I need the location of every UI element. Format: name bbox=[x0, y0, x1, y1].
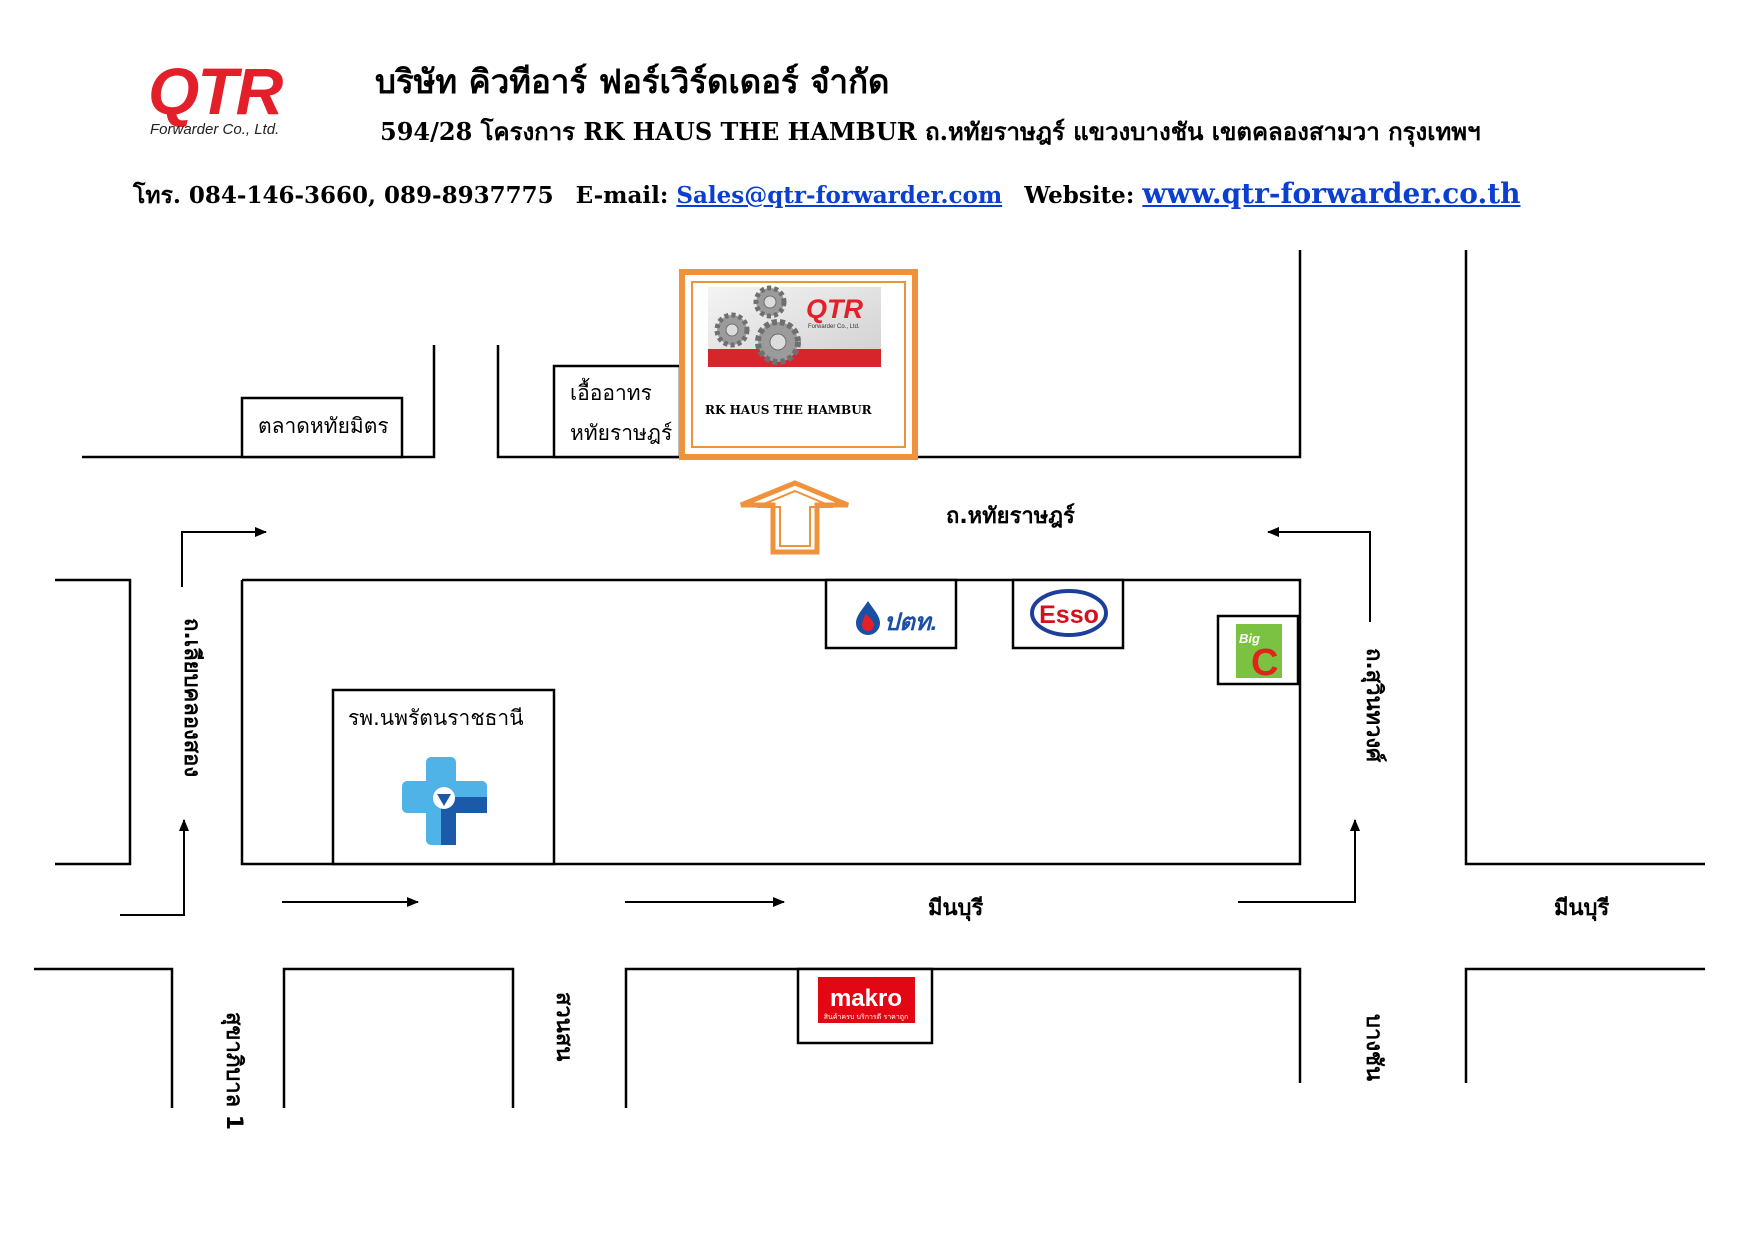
road-label-liap-khlong-song: ถ.เลียบคลองสอง bbox=[179, 618, 204, 778]
bigc-wordmark-c: C bbox=[1251, 642, 1278, 684]
up-arrow-inner bbox=[756, 489, 834, 547]
arrow-up-liap-khlong-song bbox=[120, 819, 189, 916]
website-link[interactable]: www.qtr-forwarder.co.th bbox=[1142, 177, 1521, 210]
landmark-uea-athon-line1: เอื้ออาทร bbox=[570, 381, 652, 405]
makro-logo: makro สินค้าครบ บริการดี ราคาถูก bbox=[818, 977, 915, 1023]
website-label: Website: bbox=[1024, 182, 1135, 209]
bigc-logo: Big C bbox=[1236, 624, 1282, 684]
road-label-hathai-rat: ถ.หทัยราษฎร์ bbox=[946, 504, 1075, 529]
landmark-talat-hathai-mit: ตลาดหทัยมิตร bbox=[258, 414, 389, 438]
road-label-min-buri-1: มีนบุรี bbox=[928, 896, 984, 921]
landmark-boxes bbox=[240, 364, 1300, 1045]
ptt-logo: ปตท. bbox=[856, 601, 937, 636]
arrow-turn-to-hathai-rat-east bbox=[1267, 527, 1371, 622]
road-edge-south-3 bbox=[436, 967, 515, 1108]
destination-sign-wordmark: QTR bbox=[806, 294, 863, 324]
destination-sign-tagline: Forwarder Co., Ltd. bbox=[808, 324, 860, 330]
destination-name: RK HAUS THE HAMBUR bbox=[705, 403, 873, 417]
arrow-up-suwinthawong bbox=[1238, 819, 1360, 903]
road-label-suan-son: สวนสน bbox=[551, 992, 576, 1062]
esso-logo: Esso bbox=[1030, 589, 1108, 637]
company-name: บริษัท คิวทีอาร์ ฟอร์เวิร์ดเดอร์ จำกัด bbox=[375, 62, 890, 101]
hospital-cross-icon bbox=[402, 757, 487, 845]
ptt-box bbox=[824, 578, 958, 650]
road-edge-north-west bbox=[82, 345, 436, 459]
email-label: E-mail: bbox=[575, 182, 669, 209]
qtr-logo-wordmark: QTR bbox=[148, 58, 284, 128]
destination-frame-inner bbox=[691, 281, 906, 448]
road-edge-south-4 bbox=[624, 967, 1302, 1108]
road-label-min-buri-2: มีนบุรี bbox=[1554, 896, 1610, 921]
landmark-uea-athon-line2: หทัยราษฎร์ bbox=[570, 421, 673, 445]
company-address: 594/28 โครงการ RK HAUS THE HAMBUR ถ.หทัย… bbox=[380, 117, 1481, 146]
direction-arrows bbox=[120, 527, 1371, 916]
phone-label: โทร. bbox=[133, 182, 181, 209]
destination-sign-stripe bbox=[708, 349, 881, 367]
road-edge-west-block bbox=[55, 578, 132, 866]
road-edge-east-block bbox=[1464, 250, 1705, 866]
bigc-wordmark-big: Big bbox=[1239, 631, 1260, 646]
road-edge-south-5 bbox=[1464, 967, 1705, 1083]
talat-hathai-mit-box bbox=[240, 396, 404, 459]
road-edge-south-1 bbox=[34, 967, 174, 1108]
up-arrow-icon bbox=[740, 480, 849, 555]
qtr-logo: QTR Forwarder Co., Ltd. bbox=[148, 58, 286, 136]
arrow-turn-to-hathai-rat-west bbox=[181, 527, 267, 587]
uea-athon-box bbox=[552, 364, 682, 459]
qtr-logo-tagline: Forwarder Co., Ltd. bbox=[150, 121, 279, 136]
phone-numbers: 084-146-3660, 089-8937775 bbox=[188, 182, 554, 209]
landmark-hospital: รพ.นพรัตนราชธานี bbox=[348, 706, 524, 730]
email-link[interactable]: Sales@qtr-forwarder.com bbox=[676, 182, 1003, 209]
road-label-sukhaphiban-1: สุขาภิบาล 1 bbox=[221, 1012, 246, 1131]
esso-wordmark: Esso bbox=[1039, 601, 1099, 629]
destination-marker[interactable]: QTR Forwarder Co., Ltd. RK HAUS THE HAMB… bbox=[679, 269, 918, 460]
road-label-suwinthawong: ถ.สุวินทวงศ์ bbox=[1361, 648, 1386, 763]
road-label-bang-chan: บางชัน bbox=[1361, 1014, 1386, 1082]
gear-icon bbox=[714, 285, 801, 365]
contact-line: โทร. 084-146-3660, 089-8937775 E-mail: S… bbox=[133, 176, 1521, 212]
makro-tagline: สินค้าครบ บริการดี ราคาถูก bbox=[824, 1013, 908, 1021]
makro-wordmark: makro bbox=[830, 985, 902, 1012]
road-edge-south-2 bbox=[282, 967, 436, 1108]
ptt-wordmark: ปตท. bbox=[884, 609, 937, 636]
